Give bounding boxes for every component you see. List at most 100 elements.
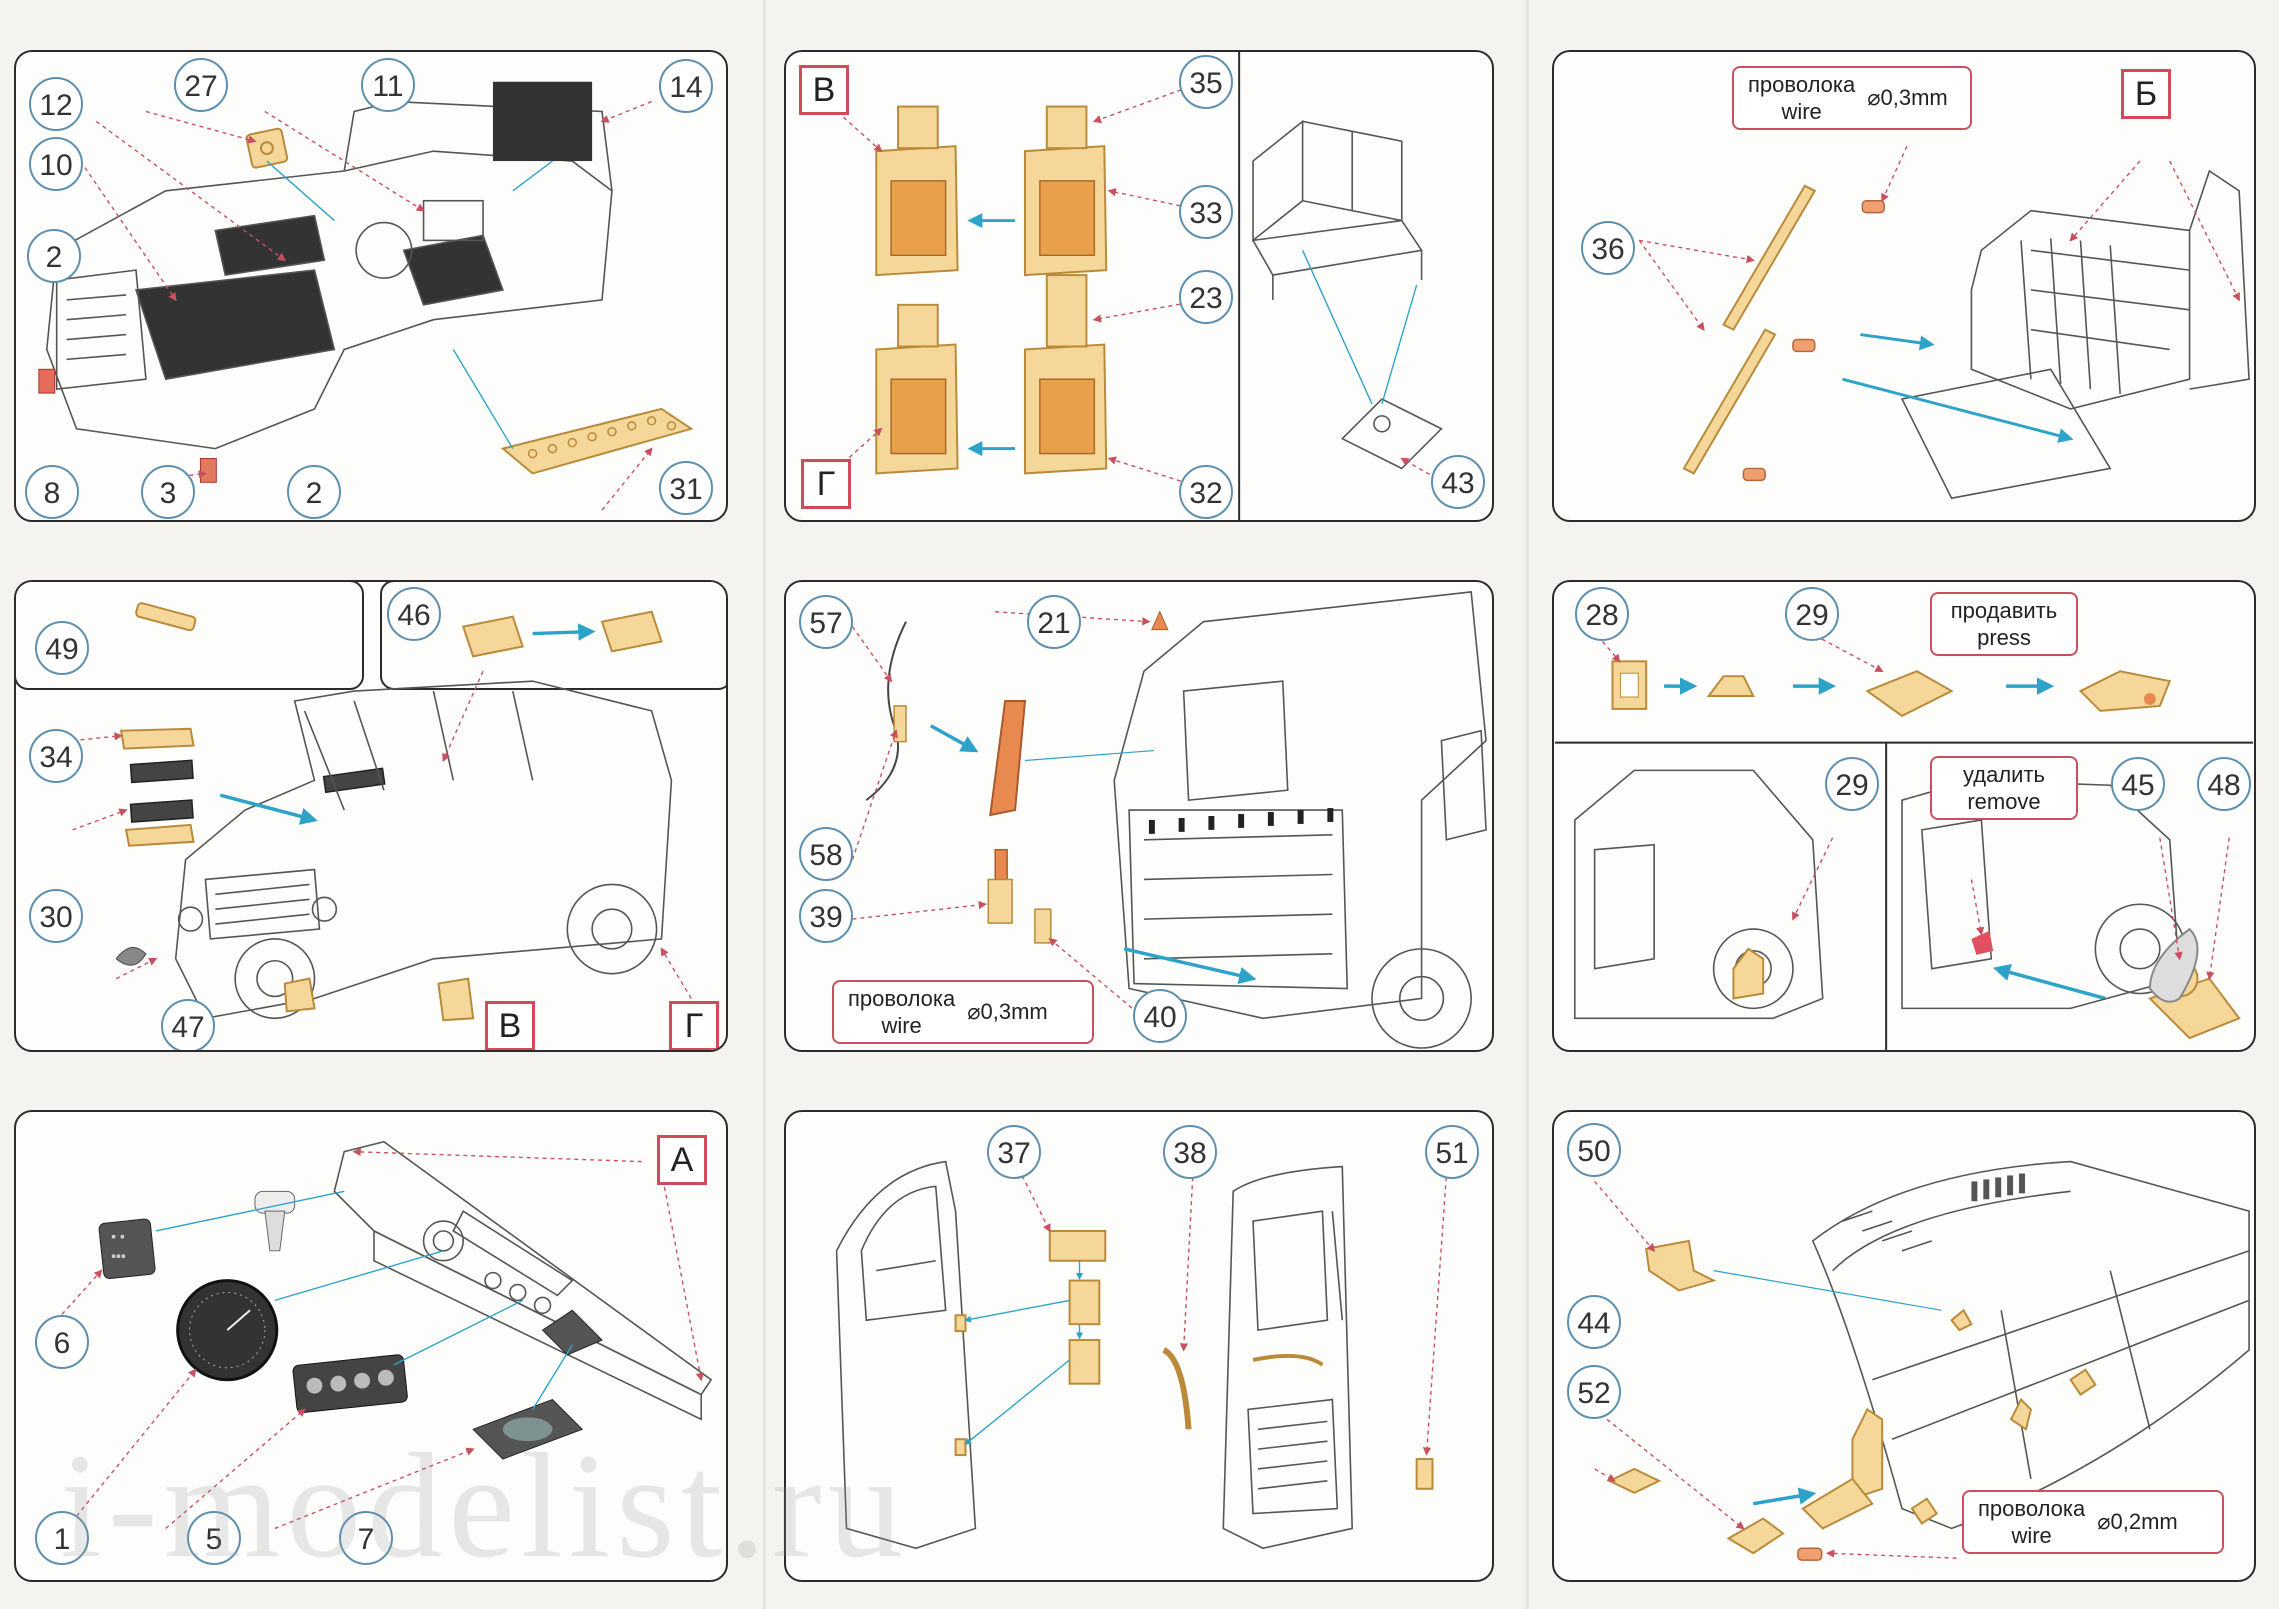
panel-doors: 37 38 51 [784, 1110, 1494, 1582]
note-en: wire [1781, 99, 1822, 124]
part-number: 30 [29, 889, 83, 943]
part-6-plate [98, 1218, 156, 1280]
part-number: 21 [1027, 595, 1081, 649]
part-number: 27 [174, 58, 228, 112]
part-number: 28 [1575, 587, 1629, 641]
part-number: 38 [1163, 1125, 1217, 1179]
strap-part [989, 699, 1027, 817]
tailgate-drawing [1638, 145, 2250, 500]
part-number: 2 [27, 229, 81, 283]
part-50-bracket [1645, 1239, 1717, 1292]
hood-drawing [1594, 1160, 2250, 1561]
hinge-part [1048, 1229, 1107, 1262]
panel-body-interior: 27 11 14 12 10 2 8 3 2 31 [14, 50, 728, 522]
part-1-gauge [176, 1279, 279, 1382]
part-44 [1726, 1517, 1785, 1555]
rear-canopy-drawing [851, 591, 1487, 1049]
part-27 [245, 127, 289, 169]
svg-text:▪ ▪: ▪ ▪ [111, 1228, 125, 1244]
part-number: 51 [1425, 1125, 1479, 1179]
front-view-drawing [72, 602, 692, 1022]
fold-line [1526, 0, 1529, 1609]
part-number: 40 [1133, 989, 1187, 1043]
note-en: wire [2011, 1523, 2052, 1548]
part-number: 45 [2111, 757, 2165, 811]
part-5-gauges [292, 1354, 408, 1414]
note-ru: удалить [1962, 762, 2045, 787]
part-number: 1 [35, 1511, 89, 1565]
part-number: 58 [799, 827, 853, 881]
part-36-strap [1722, 184, 1817, 331]
section-letter: Г [801, 459, 851, 509]
panel-mudflaps-seat: В Г 35 33 23 32 43 [784, 50, 1494, 522]
section-letter: А [657, 1135, 707, 1185]
watermark: i-modelist.ru [60, 1423, 909, 1589]
part-number: 47 [161, 999, 215, 1050]
part-number: 46 [387, 587, 441, 641]
part-number: 23 [1179, 270, 1233, 324]
section-letter: Б [2121, 69, 2171, 119]
part-8 [38, 368, 56, 394]
note-ru: продавить [1950, 598, 2058, 623]
fuel-cap-drawing [1554, 630, 2254, 1050]
dashboard-drawing: ▪ ▪ ▪▪▪ [56, 1140, 713, 1530]
part-number: 2 [287, 465, 341, 519]
seat-drawing [1251, 119, 1443, 470]
note-ru: проволока [1978, 1496, 2086, 1521]
body-interior-drawing [38, 81, 694, 511]
part-47-emblem [115, 947, 147, 966]
mudflap-rear [437, 977, 475, 1022]
fold-line [763, 0, 766, 1609]
part-number: 12 [29, 77, 83, 131]
note-en: remove [1967, 789, 2041, 814]
note-diameter: ⌀0,3mm [1867, 85, 1948, 110]
part-number: 6 [35, 1315, 89, 1369]
mudflap-front [283, 977, 316, 1013]
doors-drawing [835, 1160, 1449, 1550]
part-number: 43 [1431, 455, 1485, 509]
part-number: 5 [187, 1511, 241, 1565]
note-en: press [1977, 625, 2031, 650]
part-number: 14 [659, 59, 713, 113]
part-number: 32 [1179, 465, 1233, 519]
part-number: 3 [141, 465, 195, 519]
part-number: 52 [1567, 1365, 1621, 1419]
part-52 [1607, 1467, 1662, 1494]
part-number: 8 [25, 465, 79, 519]
panel-dashboard: ▪ ▪ ▪▪▪ А 6 [14, 1110, 728, 1582]
part-number: 44 [1567, 1295, 1621, 1349]
part-36-strap [1682, 328, 1777, 475]
part-number: 31 [659, 461, 713, 515]
section-letter: Г [669, 1001, 719, 1050]
part-number: 48 [2197, 757, 2251, 811]
note-diameter: ⌀0,2mm [2097, 1509, 2178, 1534]
part-number: 36 [1581, 221, 1635, 275]
section-letter: В [799, 65, 849, 115]
part-number: 10 [29, 137, 83, 191]
panel-front-view: 49 46 34 30 47 В Г [14, 580, 728, 1052]
part-number: 37 [987, 1125, 1041, 1179]
note-ru: проволока [848, 986, 956, 1011]
part-number: 50 [1567, 1123, 1621, 1177]
part-number: 39 [799, 889, 853, 943]
mudflaps-seat-drawing [831, 52, 1443, 520]
part-31-grate [500, 407, 694, 475]
note-diameter: ⌀0,3mm [967, 999, 1048, 1024]
note-ru: проволока [1748, 72, 1856, 97]
part-14-mat [492, 81, 593, 162]
svg-text:▪▪▪: ▪▪▪ [111, 1248, 126, 1264]
part-number: 35 [1179, 55, 1233, 109]
part-number: 7 [339, 1511, 393, 1565]
part-number: 34 [29, 729, 83, 783]
part-number: 11 [361, 58, 415, 112]
part-number: 49 [35, 621, 89, 675]
